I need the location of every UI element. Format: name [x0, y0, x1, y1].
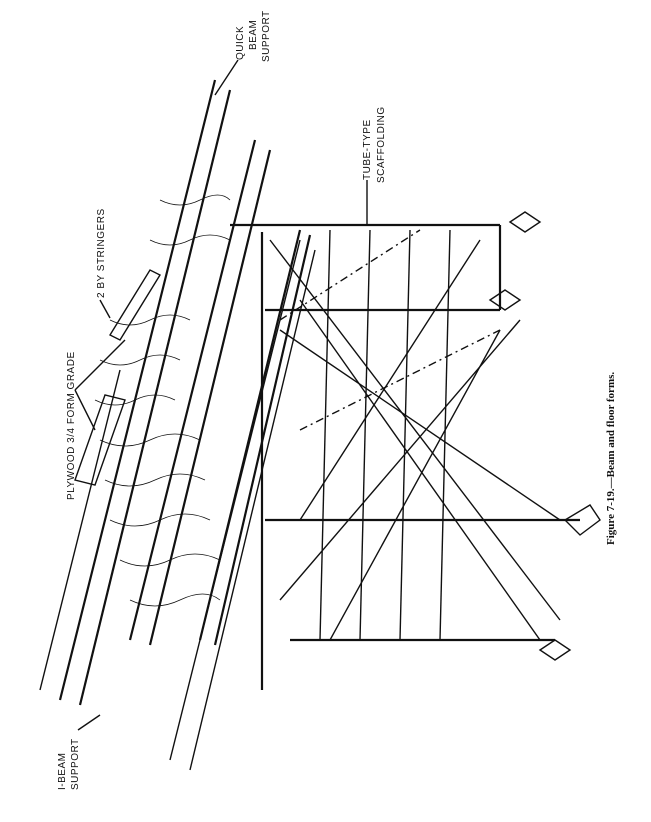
svg-text:QUICK: QUICK — [235, 26, 246, 60]
label-quick-beam-support: QUICK BEAM SUPPORT — [214, 10, 272, 96]
svg-text:BEAM: BEAM — [248, 20, 259, 50]
svg-text:SCAFFOLDING: SCAFFOLDING — [376, 106, 387, 183]
label-tube-type-scaffolding: TUBE-TYPE SCAFFOLDING — [362, 106, 387, 225]
scaffolding-frame — [230, 211, 601, 690]
label-plywood: PLYWOOD 3/4 FORM GRADE — [66, 339, 126, 500]
stringers-and-beams — [39, 79, 316, 771]
svg-text:2 BY STRINGERS: 2 BY STRINGERS — [96, 208, 107, 298]
svg-text:TUBE-TYPE: TUBE-TYPE — [362, 119, 373, 180]
svg-text:SUPPORT: SUPPORT — [70, 738, 81, 790]
svg-text:PLYWOOD 3/4 FORM GRADE: PLYWOOD 3/4 FORM GRADE — [66, 351, 77, 500]
figure-caption: Figure 7-19.—Beam and floor forms. — [605, 372, 617, 545]
label-stringers: 2 BY STRINGERS — [96, 208, 111, 319]
svg-text:SUPPORT: SUPPORT — [261, 10, 272, 62]
label-i-beam-support: I-BEAM SUPPORT — [57, 714, 101, 790]
svg-text:I-BEAM: I-BEAM — [57, 753, 68, 790]
